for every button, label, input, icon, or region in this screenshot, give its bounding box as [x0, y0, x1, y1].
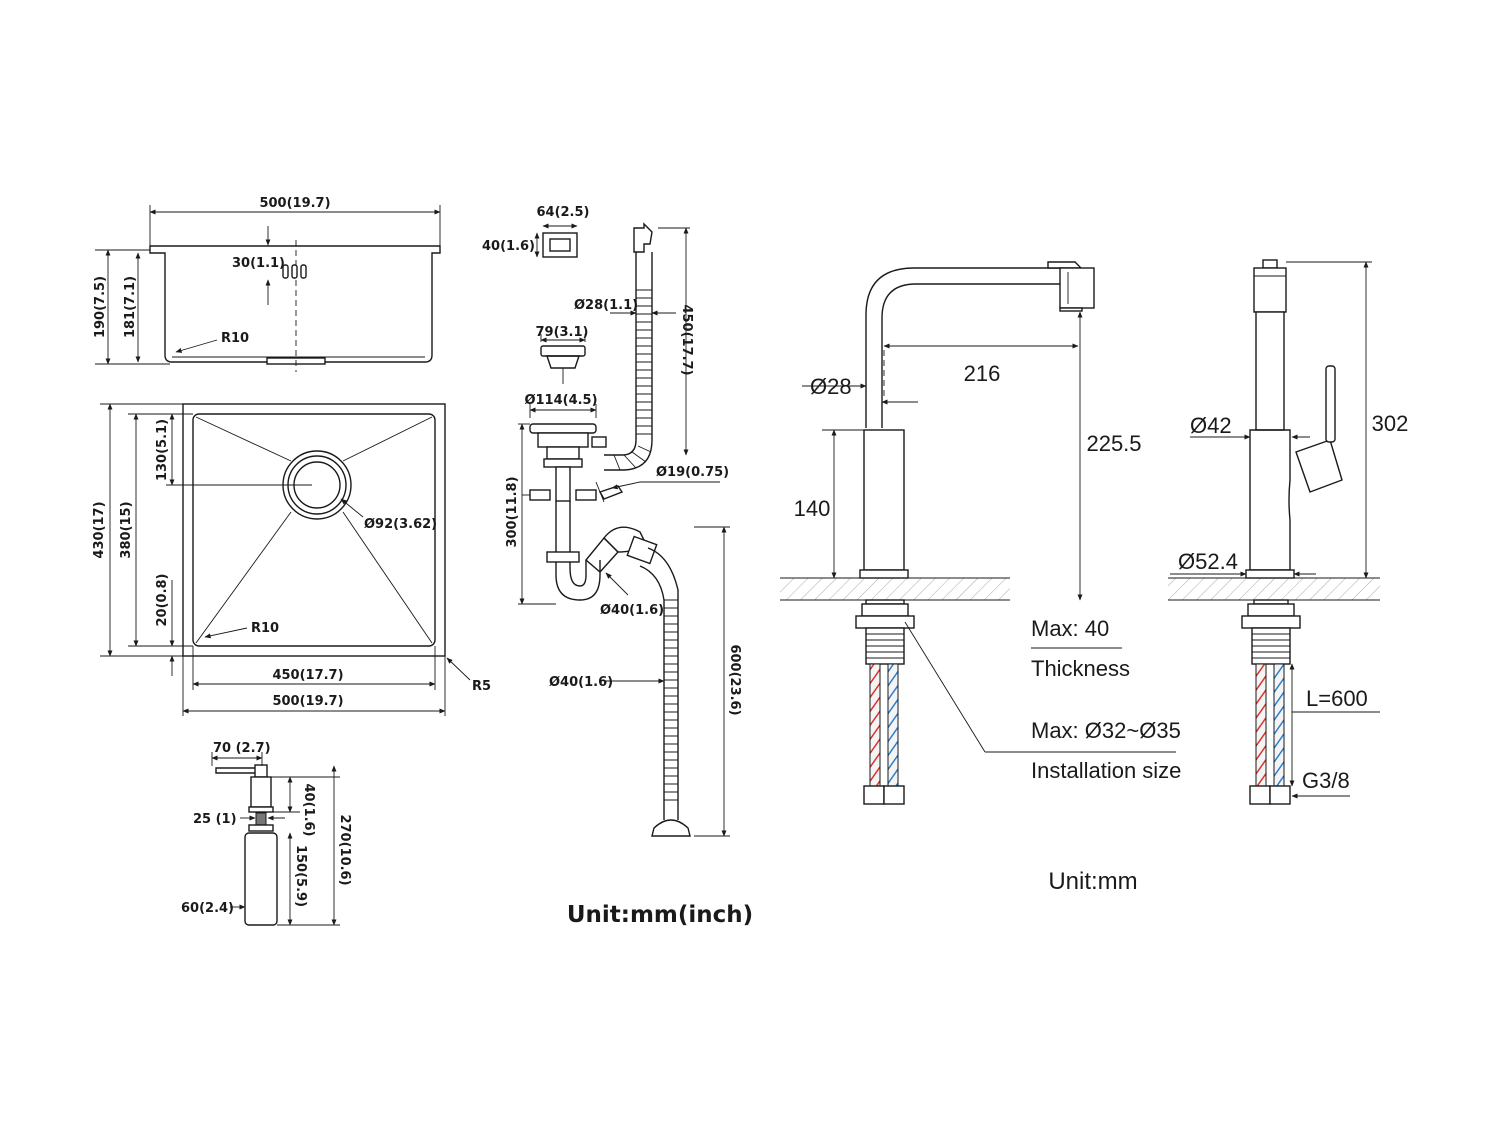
sink-inner-width-label: 450(17.7) [272, 668, 343, 683]
overflow-hose-ribs [613, 289, 652, 471]
faucet-total-height-label: 302 [1372, 411, 1409, 436]
outer-corner-radius-label: R5 [472, 679, 491, 694]
dispenser-head-height-label: 40(1.6) [301, 783, 316, 836]
dispenser-thread-label: 25 (1) [193, 812, 237, 827]
hose-length-label: L=600 [1306, 686, 1368, 711]
bottom-margin-label: 20(0.8) [155, 573, 170, 626]
plan-corner-radius-label: R10 [251, 621, 279, 636]
install-hole-value: Max: Ø32~Ø35 [1031, 718, 1181, 743]
sink-width-label: 500(19.7) [259, 196, 330, 211]
base-dia-label: Ø52.4 [1178, 549, 1238, 574]
spout-dia-label: Ø28 [810, 374, 852, 399]
dispenser-bottle-dia-label: 60(2.4) [181, 901, 234, 916]
pipe-dia-label: Ø40(1.6) [549, 675, 613, 690]
faucet-side-view: Ø28 216 225.5 140 Max: 40 Thickness Max:… [780, 261, 1181, 805]
sink-corner-radius-label: R10 [221, 331, 249, 346]
trap-dia-label: Ø40(1.6) [600, 603, 664, 618]
dispenser-bottle-height-label: 150(5.9) [293, 845, 308, 907]
thickness-value: Max: 40 [1031, 616, 1109, 641]
drain-kit-view: 64(2.5) 40(1.6) 450(17.7) Ø28(1.1) 79(3.… [482, 205, 753, 928]
faucet-unit-label: Unit:mm [1048, 868, 1137, 895]
sink-depth-inner-label: 181(7.1) [123, 276, 138, 338]
sink-outer-width-label: 500(19.7) [272, 694, 343, 709]
basket-width-label: 79(3.1) [535, 325, 588, 340]
sink-inner-height-label: 380(15) [119, 501, 134, 558]
inlet-dia-label: Ø19(0.75) [656, 465, 729, 480]
soap-dispenser-view: 70 (2.7) 40(1.6) 25 (1) 270(10.6) 150(5.… [181, 741, 352, 926]
sink-depth-total-label: 190(7.5) [93, 276, 108, 338]
thickness-caption: Thickness [1031, 656, 1130, 681]
overflow-hose-dia-label: Ø28(1.1) [574, 298, 638, 313]
overflow-cover-height-label: 40(1.6) [482, 239, 535, 254]
dispenser-total-height-label: 270(10.6) [337, 814, 352, 885]
dispenser-spout-label: 70 (2.7) [213, 741, 271, 756]
hose-thread-label: G3/8 [1302, 768, 1350, 793]
trap-height-label: 300(11.8) [505, 476, 520, 547]
overflow-hose-length-label: 450(17.7) [679, 304, 694, 375]
drain-diameter-label: Ø92(3.62) [364, 517, 437, 532]
faucet-height-label: 225.5 [1086, 431, 1141, 456]
spout-reach-label: 216 [964, 361, 1001, 386]
drain-unit-label: Unit:mm(inch) [567, 902, 753, 928]
drain-offset-label: 130(5.1) [155, 419, 170, 481]
body-dia-label: Ø42 [1190, 413, 1232, 438]
faucet-front-view: Ø42 302 Ø52.4 L=600 G3/8 [1168, 259, 1409, 805]
sink-outer-height-label: 430(17) [92, 501, 107, 558]
sink-section-view: 500(19.7) 30(1.1) 190(7.5) 181(7.1) R10 [93, 196, 441, 372]
overflow-cover-width-label: 64(2.5) [536, 205, 589, 220]
install-hole-caption: Installation size [1031, 758, 1181, 783]
flange-dia-label: Ø114(4.5) [524, 393, 597, 408]
drain-pipe-ribs [664, 599, 678, 801]
overflow-offset-label: 30(1.1) [232, 256, 285, 271]
pipe-length-label: 600(23.6) [727, 644, 742, 715]
sink-plan-view: Ø92(3.62) 430(17) 380(15) 130(5.1) 20(0.… [92, 403, 491, 716]
body-height-label: 140 [794, 496, 831, 521]
